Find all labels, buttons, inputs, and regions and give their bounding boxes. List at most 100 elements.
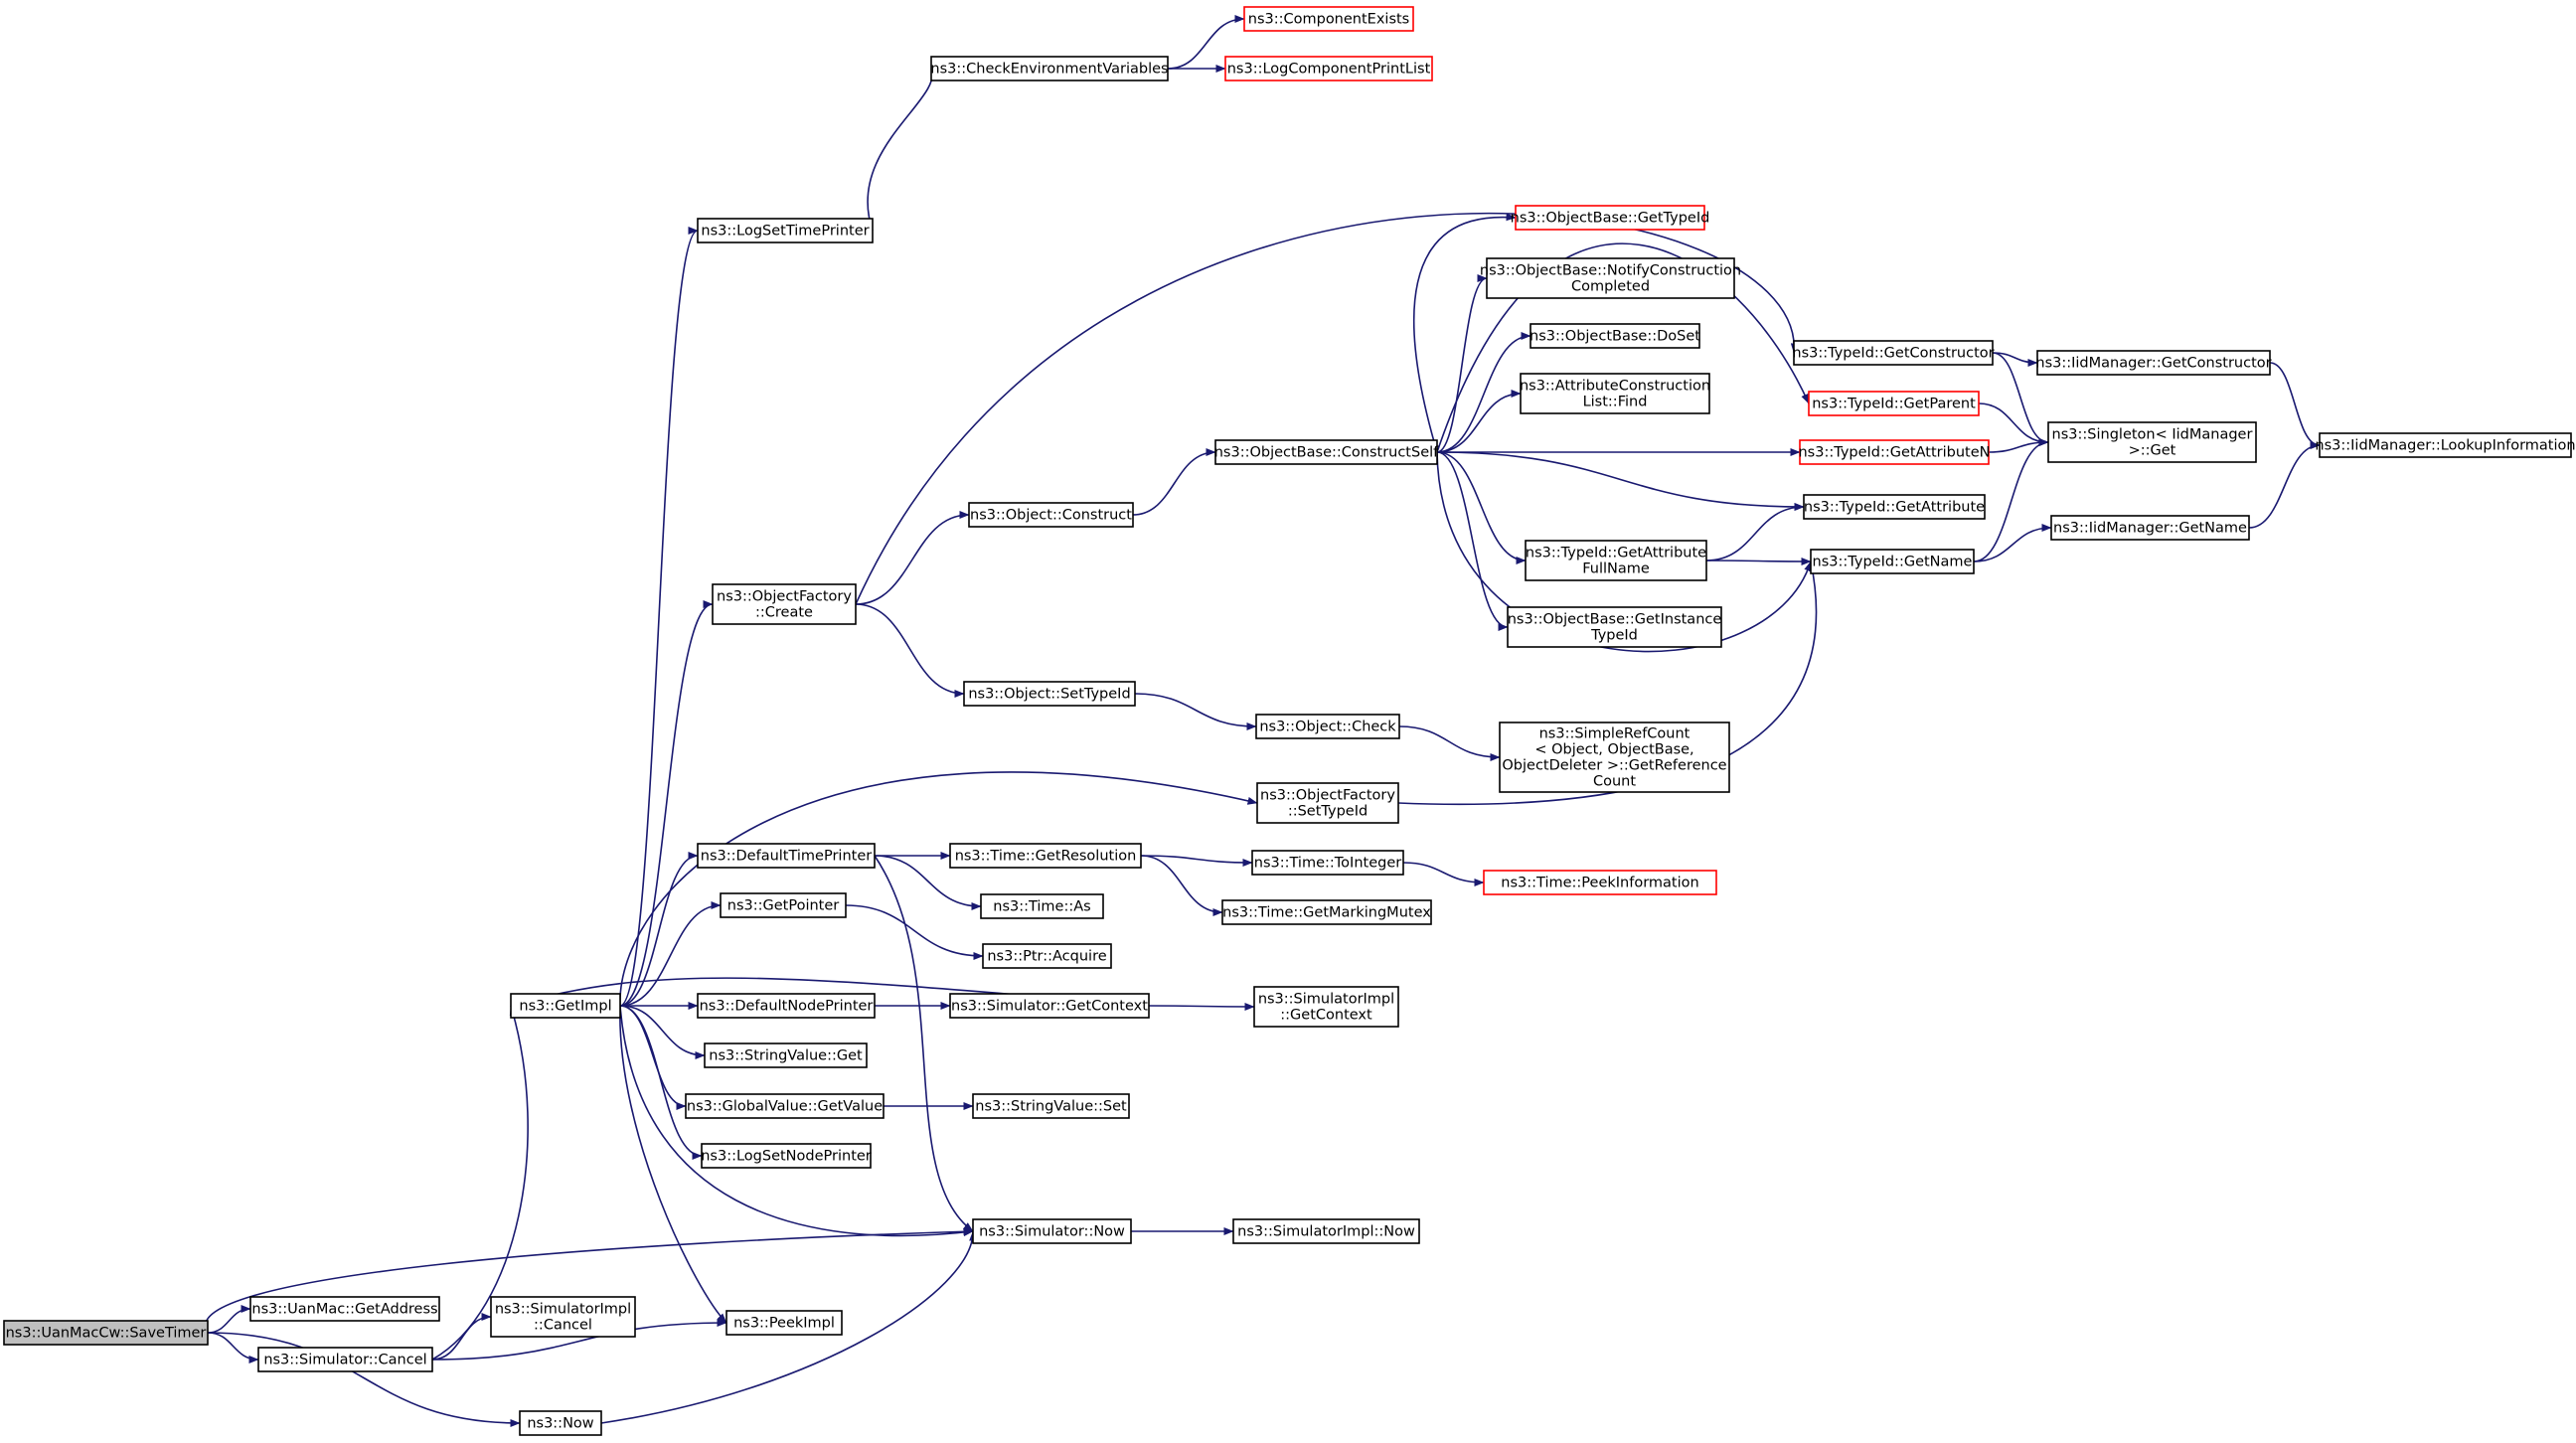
node-n49[interactable]: ns3::IidManager::LookupInformation xyxy=(2315,432,2576,458)
node-n47[interactable]: ns3::Singleton< IidManager>::Get xyxy=(2047,421,2257,463)
node-n6[interactable]: ns3::GetImpl xyxy=(510,993,621,1019)
node-box[interactable] xyxy=(249,1296,440,1322)
node-n29[interactable]: ns3::Time::ToInteger xyxy=(1251,850,1404,876)
node-n44[interactable]: ns3::TypeId::GetAttribute xyxy=(1803,494,1986,520)
node-n7[interactable]: ns3::LogSetTimePrinter xyxy=(697,218,874,243)
node-n45[interactable]: ns3::TypeId::GetName xyxy=(1810,549,1975,574)
node-box[interactable] xyxy=(1525,540,1707,581)
node-box[interactable] xyxy=(1251,850,1404,876)
node-box[interactable] xyxy=(1499,722,1730,793)
node-n9[interactable]: ns3::DefaultTimePrinter xyxy=(697,843,876,869)
node-box[interactable] xyxy=(930,56,1169,81)
node-box[interactable] xyxy=(2036,350,2271,376)
node-box[interactable] xyxy=(963,681,1136,707)
node-n0[interactable]: ns3::UanMacCw::SaveTimer xyxy=(3,1320,209,1346)
node-box[interactable] xyxy=(510,993,621,1019)
node-n2[interactable]: ns3::Simulator::Cancel xyxy=(257,1347,433,1372)
node-n16[interactable]: ns3::ComponentExists xyxy=(1243,6,1414,32)
node-n18[interactable]: ns3::Object::Construct xyxy=(968,502,1134,528)
node-box[interactable] xyxy=(1253,986,1399,1028)
node-box[interactable] xyxy=(980,893,1104,919)
node-n43[interactable]: ns3::TypeId::GetAttributeN xyxy=(1798,439,1991,465)
node-n8[interactable]: ns3::ObjectFactory::Create xyxy=(712,583,857,625)
node-box[interactable] xyxy=(697,218,874,243)
node-box[interactable] xyxy=(1515,205,1705,231)
node-n48[interactable]: ns3::IidManager::GetName xyxy=(2050,515,2250,541)
node-box[interactable] xyxy=(982,943,1112,969)
node-n46[interactable]: ns3::IidManager::GetConstructor xyxy=(2035,350,2272,376)
node-n1[interactable]: ns3::UanMac::GetAddress xyxy=(249,1296,440,1322)
node-box[interactable] xyxy=(949,993,1150,1019)
node-box[interactable] xyxy=(1256,782,1399,824)
node-box[interactable] xyxy=(1799,439,1990,465)
node-box[interactable] xyxy=(1808,391,1980,416)
node-box[interactable] xyxy=(2050,515,2250,541)
node-box[interactable] xyxy=(1255,714,1400,739)
node-n40[interactable]: ns3::Time::PeekInformation xyxy=(1483,870,1717,895)
node-box[interactable] xyxy=(1232,1218,1420,1244)
node-box[interactable] xyxy=(712,583,857,625)
node-n20[interactable]: ns3::ObjectFactory::SetTypeId xyxy=(1256,782,1399,824)
node-box[interactable] xyxy=(2319,432,2572,458)
node-n12[interactable]: ns3::StringValue::Get xyxy=(704,1042,868,1068)
node-n34[interactable]: ns3::ObjectBase::NotifyConstructionCompl… xyxy=(1480,257,1741,299)
node-n28[interactable]: ns3::Object::Check xyxy=(1255,714,1400,739)
node-box[interactable] xyxy=(685,1093,885,1119)
node-box[interactable] xyxy=(1803,494,1986,520)
node-n39[interactable]: ns3::SimpleRefCount< Object, ObjectBase,… xyxy=(1499,722,1730,793)
node-n3[interactable]: ns3::Now xyxy=(519,1410,602,1436)
node-box[interactable] xyxy=(972,1093,1130,1119)
node-box[interactable] xyxy=(697,993,876,1019)
node-box[interactable] xyxy=(1520,373,1710,414)
node-n35[interactable]: ns3::ObjectBase::DoSet xyxy=(1530,323,1700,349)
node-box[interactable] xyxy=(968,502,1134,528)
node-box[interactable] xyxy=(1221,899,1432,925)
node-n33[interactable]: ns3::ObjectBase::GetTypeId xyxy=(1511,205,1710,231)
node-n30[interactable]: ns3::Time::GetMarkingMutex xyxy=(1221,899,1432,925)
node-box[interactable] xyxy=(1243,6,1414,32)
node-box[interactable] xyxy=(701,1143,872,1169)
node-n32[interactable]: ns3::SimulatorImpl::GetContext xyxy=(1253,986,1399,1028)
node-box[interactable] xyxy=(949,843,1142,869)
node-n23[interactable]: ns3::Simulator::Now xyxy=(972,1218,1132,1244)
node-box[interactable] xyxy=(1483,870,1717,895)
node-n42[interactable]: ns3::TypeId::GetParent xyxy=(1808,391,1980,416)
node-box[interactable] xyxy=(519,1410,602,1436)
node-box[interactable] xyxy=(720,892,847,918)
node-n13[interactable]: ns3::GlobalValue::GetValue xyxy=(685,1093,885,1119)
node-box[interactable] xyxy=(1224,56,1433,81)
node-box[interactable] xyxy=(1486,257,1735,299)
node-n27[interactable]: ns3::ObjectBase::ConstructSelf xyxy=(1214,439,1439,465)
node-box[interactable] xyxy=(1530,323,1700,349)
node-n41[interactable]: ns3::TypeId::GetConstructor xyxy=(1792,340,1995,366)
node-box[interactable] xyxy=(725,1310,843,1336)
node-box[interactable] xyxy=(2047,421,2257,463)
node-n15[interactable]: ns3::CheckEnvironmentVariables xyxy=(930,56,1169,81)
node-box[interactable] xyxy=(490,1296,636,1338)
node-n26[interactable]: ns3::StringValue::Set xyxy=(972,1093,1130,1119)
node-box[interactable] xyxy=(972,1218,1132,1244)
node-n25[interactable]: ns3::Simulator::GetContext xyxy=(949,993,1150,1019)
node-n24[interactable]: ns3::Ptr::Acquire xyxy=(982,943,1112,969)
node-n11[interactable]: ns3::DefaultNodePrinter xyxy=(697,993,876,1019)
node-n10[interactable]: ns3::GetPointer xyxy=(720,892,847,918)
node-n5[interactable]: ns3::PeekImpl xyxy=(725,1310,843,1336)
node-box[interactable] xyxy=(704,1042,868,1068)
node-box[interactable] xyxy=(1810,549,1975,574)
node-n4[interactable]: ns3::SimulatorImpl::Cancel xyxy=(490,1296,636,1338)
node-box[interactable] xyxy=(1793,340,1994,366)
node-n21[interactable]: ns3::Time::GetResolution xyxy=(949,843,1142,869)
node-box[interactable] xyxy=(697,843,876,869)
node-box[interactable] xyxy=(1507,606,1722,648)
node-n14[interactable]: ns3::LogSetNodePrinter xyxy=(701,1143,872,1169)
node-n19[interactable]: ns3::Object::SetTypeId xyxy=(963,681,1136,707)
node-n17[interactable]: ns3::LogComponentPrintList xyxy=(1224,56,1433,81)
node-n31[interactable]: ns3::SimulatorImpl::Now xyxy=(1232,1218,1420,1244)
node-box[interactable] xyxy=(1214,439,1438,465)
node-n22[interactable]: ns3::Time::As xyxy=(980,893,1104,919)
node-box[interactable] xyxy=(257,1347,433,1372)
node-box[interactable] xyxy=(3,1320,209,1346)
